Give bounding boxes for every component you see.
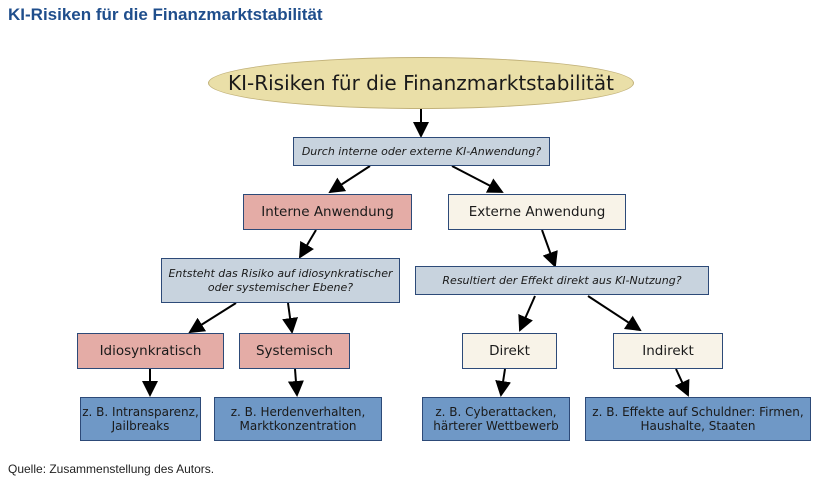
arrow-to-example-3 bbox=[495, 368, 512, 397]
arrow-to-example-4 bbox=[674, 368, 690, 397]
node-idiosynkratisch: Idiosynkratisch bbox=[77, 333, 224, 369]
arrow-to-example-2 bbox=[287, 368, 304, 397]
arrow-internal-question bbox=[298, 229, 317, 259]
arrow-question-internal bbox=[328, 165, 371, 194]
question-main: Durch interne oder externe KI-Anwendung? bbox=[293, 137, 550, 166]
example-direkt: z. B. Cyberattacken, härterer Wettbewerb bbox=[422, 397, 570, 441]
arrow-to-direkt bbox=[518, 295, 536, 332]
question-internal: Entsteht das Risiko auf idiosynkratische… bbox=[161, 258, 400, 303]
source-note: Quelle: Zusammenstellung des Autors. bbox=[8, 462, 215, 476]
question-external: Resultiert der Effekt direkt aus KI-Nutz… bbox=[415, 266, 709, 295]
example-indirekt: z. B. Effekte auf Schuldner: Firmen, Hau… bbox=[585, 397, 811, 441]
arrow-to-indirekt bbox=[587, 295, 642, 332]
arrow-to-idiosynkratisch bbox=[188, 302, 237, 334]
node-systemisch: Systemisch bbox=[239, 333, 350, 369]
arrow-to-systemisch bbox=[282, 302, 299, 334]
node-internal: Interne Anwendung bbox=[243, 194, 412, 230]
arrow-question-external bbox=[451, 165, 504, 193]
figure-title: KI-Risiken für die Finanzmarktstabilität bbox=[8, 5, 323, 24]
arrow-external-question bbox=[541, 229, 558, 268]
node-indirekt: Indirekt bbox=[613, 333, 723, 369]
node-direkt: Direkt bbox=[462, 333, 557, 369]
example-idiosynkratisch: z. B. Intransparenz, Jailbreaks bbox=[80, 397, 201, 441]
node-external: Externe Anwendung bbox=[448, 194, 626, 230]
root-node: KI-Risiken für die Finanzmarktstabilität bbox=[208, 57, 634, 109]
example-systemisch: z. B. Herdenverhalten, Marktkonzentratio… bbox=[214, 397, 382, 441]
